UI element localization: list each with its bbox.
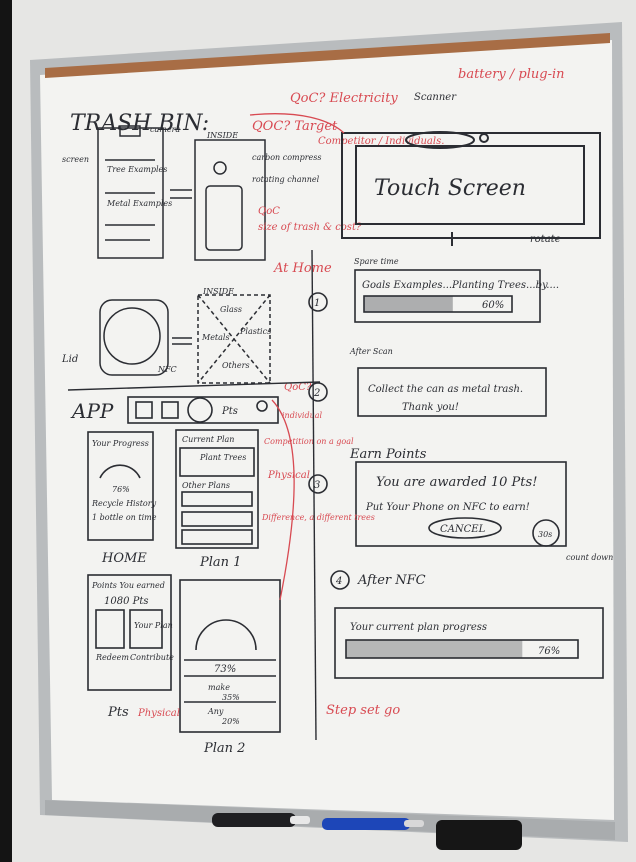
app-tab-bar <box>127 396 279 424</box>
touch-screen-label: Touch Screen <box>374 176 526 201</box>
touch-screen-sketch <box>341 132 601 239</box>
make-label: make <box>208 683 230 692</box>
note-at-home: At Home <box>273 261 332 276</box>
after-scan-screen <box>357 367 547 417</box>
home-percent: 76% <box>112 485 130 494</box>
collect-message-1: Collect the can as metal trash. <box>368 384 523 395</box>
note-scanner: Scanner <box>414 92 457 103</box>
note-individual: individual <box>282 411 323 420</box>
label-after-nfc: After NFC <box>357 573 426 588</box>
label-spare-time: Spare time <box>354 257 399 266</box>
current-plan-percent: 76% <box>538 646 560 657</box>
home-screen-sketch <box>87 431 154 541</box>
goals-examples: Goals Examples...Planting Trees...by.... <box>362 280 559 291</box>
label-plan2: Plan 2 <box>203 741 245 756</box>
plan2-percent: 73% <box>214 664 236 675</box>
points-screen-sketch <box>87 574 172 691</box>
label-plan1: Plan 1 <box>199 555 241 570</box>
label-others: Others <box>222 361 250 370</box>
note-battery: battery / plug-in <box>458 67 565 82</box>
lid-sketch <box>99 299 169 376</box>
note-physical-2: Physical <box>137 708 180 719</box>
blue-marker <box>322 818 410 830</box>
make-pct: 35% <box>222 693 240 702</box>
goal-progress-fill <box>364 296 453 312</box>
note-size: size of trash & cost? <box>258 222 362 233</box>
app-title: APP <box>70 399 114 423</box>
note-qoc2: QOC? Target <box>252 119 338 134</box>
contribute-label: Contribute <box>130 653 174 662</box>
label-count-down: count down <box>566 553 613 562</box>
label-lid: Lid <box>61 354 78 365</box>
black-marker <box>212 813 296 827</box>
after-nfc-screen <box>334 607 604 679</box>
label-metals: Metals <box>201 333 230 342</box>
other-plans-label: Other Plans <box>182 481 230 490</box>
label-earn-points: Earn Points <box>349 447 427 462</box>
bottle-history: 1 bottle on time <box>92 513 157 522</box>
label-inside-2: INSIDE <box>202 287 234 296</box>
awarded-message: You are awarded 10 Pts! <box>376 475 537 490</box>
note-physical: Physical <box>267 470 310 481</box>
goals-screen <box>354 269 541 323</box>
collect-message-2: Thank you! <box>402 402 459 413</box>
note-competition: Competition on a goal <box>264 437 354 446</box>
points-earned-label: Points You earned <box>91 581 165 590</box>
redeem-label: Redeem <box>95 653 129 662</box>
board-surface <box>40 40 614 820</box>
recycle-history-label: Recycle History <box>91 499 157 508</box>
wood-strip <box>45 33 610 78</box>
label-rotate: rotate <box>530 234 561 245</box>
step-2: 2 <box>313 388 320 399</box>
earn-points-screen <box>355 461 567 547</box>
label-rotating: rotating channel <box>252 175 320 184</box>
note-competitor: Competitor / Individuals. <box>318 136 444 147</box>
label-plastics: Plastics <box>239 327 271 336</box>
note-qoc4: QoC? <box>284 382 312 393</box>
plan1-screen-sketch <box>175 429 259 549</box>
any-pct: 20% <box>221 717 240 726</box>
countdown-sketch: 30s <box>538 530 552 539</box>
label-nfc: NFC <box>157 365 177 374</box>
note-step-set-go: Step set go <box>326 703 400 718</box>
label-screen: screen <box>62 155 89 164</box>
cancel-button-sketch: CANCEL <box>440 524 486 535</box>
any-label: Any <box>207 707 224 716</box>
note-qoc3: QoC <box>258 206 280 217</box>
step-1: 1 <box>314 298 320 309</box>
current-plan-title: Current Plan <box>182 435 234 444</box>
note-qoc1: QoC? Electricity <box>290 91 398 106</box>
bin-front-sketch <box>97 127 164 259</box>
label-home: HOME <box>101 551 147 566</box>
step-4: 4 <box>335 576 342 587</box>
label-carbon: carbon compress <box>252 153 321 162</box>
your-progress-label: Your Progress <box>92 439 149 448</box>
label-camera: camera <box>150 125 180 134</box>
note-difference: Difference, a different trees <box>261 513 375 522</box>
goal-percent: 60% <box>482 300 504 311</box>
plant-trees-label: Plant Trees <box>199 453 246 462</box>
points-value: 1080 Pts <box>104 596 149 607</box>
put-phone-message: Put Your Phone on NFC to earn! <box>365 502 530 513</box>
label-pts-bottom: Pts <box>107 705 129 720</box>
step-3: 3 <box>314 480 320 491</box>
app-tab-pts: Pts <box>221 406 238 417</box>
label-after-scan: After Scan <box>349 347 393 356</box>
eraser <box>436 820 522 850</box>
current-plan-label: Your current plan progress <box>350 622 487 633</box>
current-plan-progress-fill <box>346 640 523 658</box>
label-glass: Glass <box>220 305 242 314</box>
label-inside: INSIDE <box>206 131 238 140</box>
screen-example-1: Tree Examples <box>107 165 167 174</box>
screen-example-2: Metal Examples <box>106 199 172 208</box>
your-plan-label: Your Plan <box>134 621 173 630</box>
plan2-screen-sketch <box>179 579 281 733</box>
